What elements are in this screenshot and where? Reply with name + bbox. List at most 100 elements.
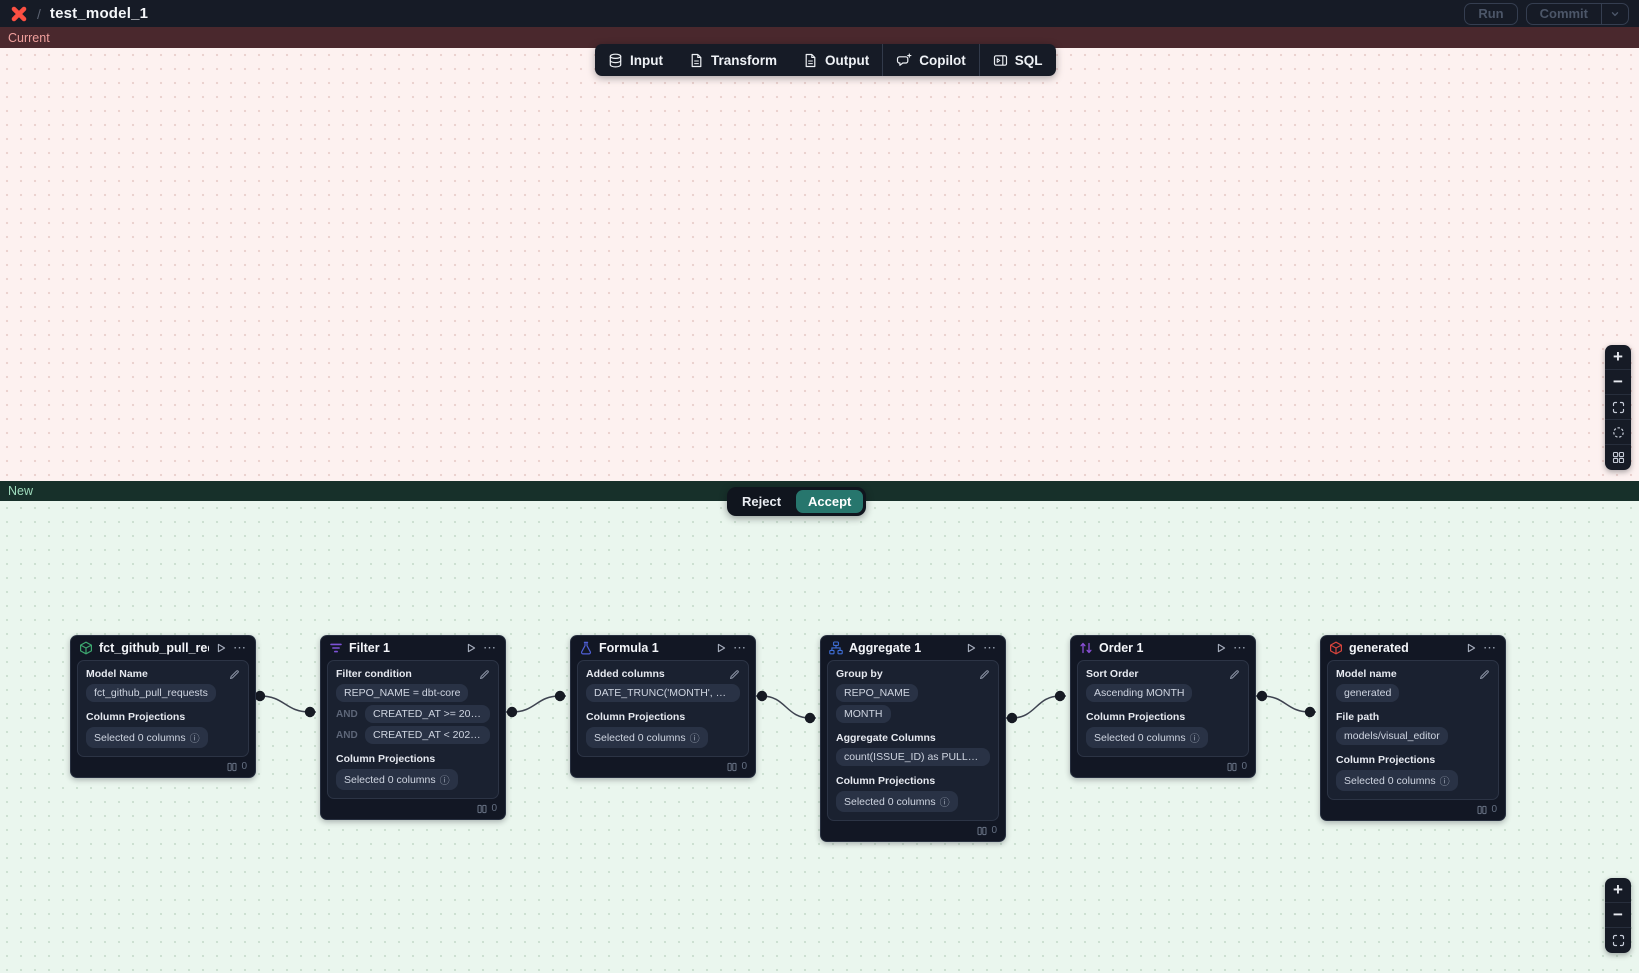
info-icon[interactable]: ⓘ xyxy=(1439,777,1450,788)
fit-view-icon xyxy=(1612,934,1625,947)
node-run-button[interactable] xyxy=(1465,642,1477,654)
locate-button[interactable] xyxy=(1605,420,1631,445)
node-menu-button[interactable]: ⋯ xyxy=(733,640,747,655)
toolbar-copilot-button[interactable]: Copilot xyxy=(883,44,979,76)
value-pill[interactable]: REPO_NAME = dbt-core xyxy=(336,684,469,702)
reject-button[interactable]: Reject xyxy=(730,490,793,513)
column-count: 0 xyxy=(1491,804,1497,815)
info-icon[interactable]: ⓘ xyxy=(939,798,950,809)
section-label: Column Projections xyxy=(836,775,936,787)
value-pill[interactable]: fct_github_pull_requests xyxy=(86,684,216,702)
pencil-icon[interactable] xyxy=(479,669,490,680)
pencil-icon[interactable] xyxy=(729,669,740,680)
node-run-button[interactable] xyxy=(465,642,477,654)
info-icon[interactable]: ⓘ xyxy=(439,776,450,787)
pencil-icon[interactable] xyxy=(1229,669,1240,680)
flow-node-formula-1[interactable]: Formula 1 ⋯ Added columns DATE_TRUNC('MO… xyxy=(570,635,756,778)
current-canvas[interactable] xyxy=(0,48,1639,481)
new-canvas[interactable]: fct_github_pull_requests ⋯ Model Name fc… xyxy=(0,501,1639,973)
dbt-logo-icon[interactable] xyxy=(10,5,28,23)
node-menu-button[interactable]: ⋯ xyxy=(1483,640,1497,655)
toolbar-output-button[interactable]: Output xyxy=(790,44,882,76)
pencil-icon[interactable] xyxy=(979,669,990,680)
node-menu-button[interactable]: ⋯ xyxy=(983,640,997,655)
value-pill[interactable]: DATE_TRUNC('MONTH', CREATED_AT… xyxy=(586,684,740,702)
toolbar-sql-button[interactable]: SQL xyxy=(980,44,1056,76)
node-section: Added columns DATE_TRUNC('MONTH', CREATE… xyxy=(586,668,740,702)
toolbar-input-button[interactable]: Input xyxy=(595,44,676,76)
node-section: Model Name fct_github_pull_requests xyxy=(86,668,240,702)
toolbar-item-label: Copilot xyxy=(919,52,966,68)
cube-icon xyxy=(1329,641,1343,655)
value-pill[interactable]: REPO_NAME xyxy=(836,684,918,702)
section-label: Added columns xyxy=(586,668,665,680)
pencil-icon[interactable] xyxy=(229,669,240,680)
section-label: Column Projections xyxy=(86,711,186,723)
commit-button[interactable]: Commit xyxy=(1539,6,1588,21)
commit-split-button: Commit xyxy=(1525,2,1629,25)
section-label: Model Name xyxy=(86,668,148,680)
flow-node-order-1[interactable]: Order 1 ⋯ Sort Order Ascending MONTH Col… xyxy=(1070,635,1256,778)
node-run-button[interactable] xyxy=(715,642,727,654)
layout-grid-button[interactable] xyxy=(1605,445,1631,470)
info-icon[interactable]: ⓘ xyxy=(189,734,200,745)
toolbar-item-label: Output xyxy=(825,52,870,68)
toolbar-transform-button[interactable]: Transform xyxy=(676,44,790,76)
node-menu-button[interactable]: ⋯ xyxy=(483,640,497,655)
zoom-in-button[interactable]: + xyxy=(1605,345,1631,370)
node-run-button[interactable] xyxy=(965,642,977,654)
node-header: Order 1 ⋯ xyxy=(1071,636,1255,660)
info-icon[interactable]: ⓘ xyxy=(689,734,700,745)
zoom-in-button[interactable]: + xyxy=(1605,878,1631,903)
value-pill[interactable]: CREATED_AT >= 2024-12-01 xyxy=(365,705,490,723)
flow-node-filter-1[interactable]: Filter 1 ⋯ Filter condition REPO_NAME = … xyxy=(320,635,506,820)
value-pill[interactable]: count(ISSUE_ID) as PULL_REQUEST_… xyxy=(836,748,990,766)
node-body: Sort Order Ascending MONTH Column Projec… xyxy=(1077,660,1249,757)
commit-dropdown-button[interactable] xyxy=(1601,3,1628,24)
document-icon xyxy=(689,53,704,68)
node-section: Sort Order Ascending MONTH xyxy=(1086,668,1240,702)
value-pill[interactable]: CREATED_AT < 2025-03-01 xyxy=(365,726,490,744)
value-pill[interactable]: generated xyxy=(1336,684,1400,702)
fit-view-button[interactable] xyxy=(1605,395,1631,420)
accept-button[interactable]: Accept xyxy=(796,490,864,513)
column-count: 0 xyxy=(491,803,497,814)
node-section: Model name generated xyxy=(1336,668,1490,702)
condition-operator: AND xyxy=(336,729,358,741)
flow-node-fct-github-pull-requests[interactable]: fct_github_pull_requests ⋯ Model Name fc… xyxy=(70,635,256,778)
node-section: Aggregate Columns count(ISSUE_ID) as PUL… xyxy=(836,732,990,766)
column-count: 0 xyxy=(241,761,247,772)
info-icon[interactable]: ⓘ xyxy=(1189,734,1200,745)
node-menu-button[interactable]: ⋯ xyxy=(233,640,247,655)
source-handle xyxy=(1256,690,1268,702)
value-pill[interactable]: MONTH xyxy=(836,705,891,723)
zoom-out-button[interactable]: − xyxy=(1605,370,1631,395)
zoom-out-button[interactable]: − xyxy=(1605,903,1631,928)
node-menu-button[interactable]: ⋯ xyxy=(1233,640,1247,655)
copilot-icon xyxy=(896,52,912,68)
columns-icon xyxy=(227,762,237,772)
pencil-icon[interactable] xyxy=(1479,669,1490,680)
node-title: generated xyxy=(1349,641,1409,655)
flow-node-generated[interactable]: generated ⋯ Model name generated File pa… xyxy=(1320,635,1506,821)
section-label: Filter condition xyxy=(336,668,412,680)
run-button[interactable]: Run xyxy=(1464,2,1518,25)
node-run-button[interactable] xyxy=(1215,642,1227,654)
section-label: Column Projections xyxy=(1336,754,1436,766)
value-pill[interactable]: Ascending MONTH xyxy=(1086,684,1193,702)
value-pill[interactable]: models/visual_editor xyxy=(1336,727,1448,745)
node-run-button[interactable] xyxy=(215,642,227,654)
fit-view-button[interactable] xyxy=(1605,928,1631,953)
